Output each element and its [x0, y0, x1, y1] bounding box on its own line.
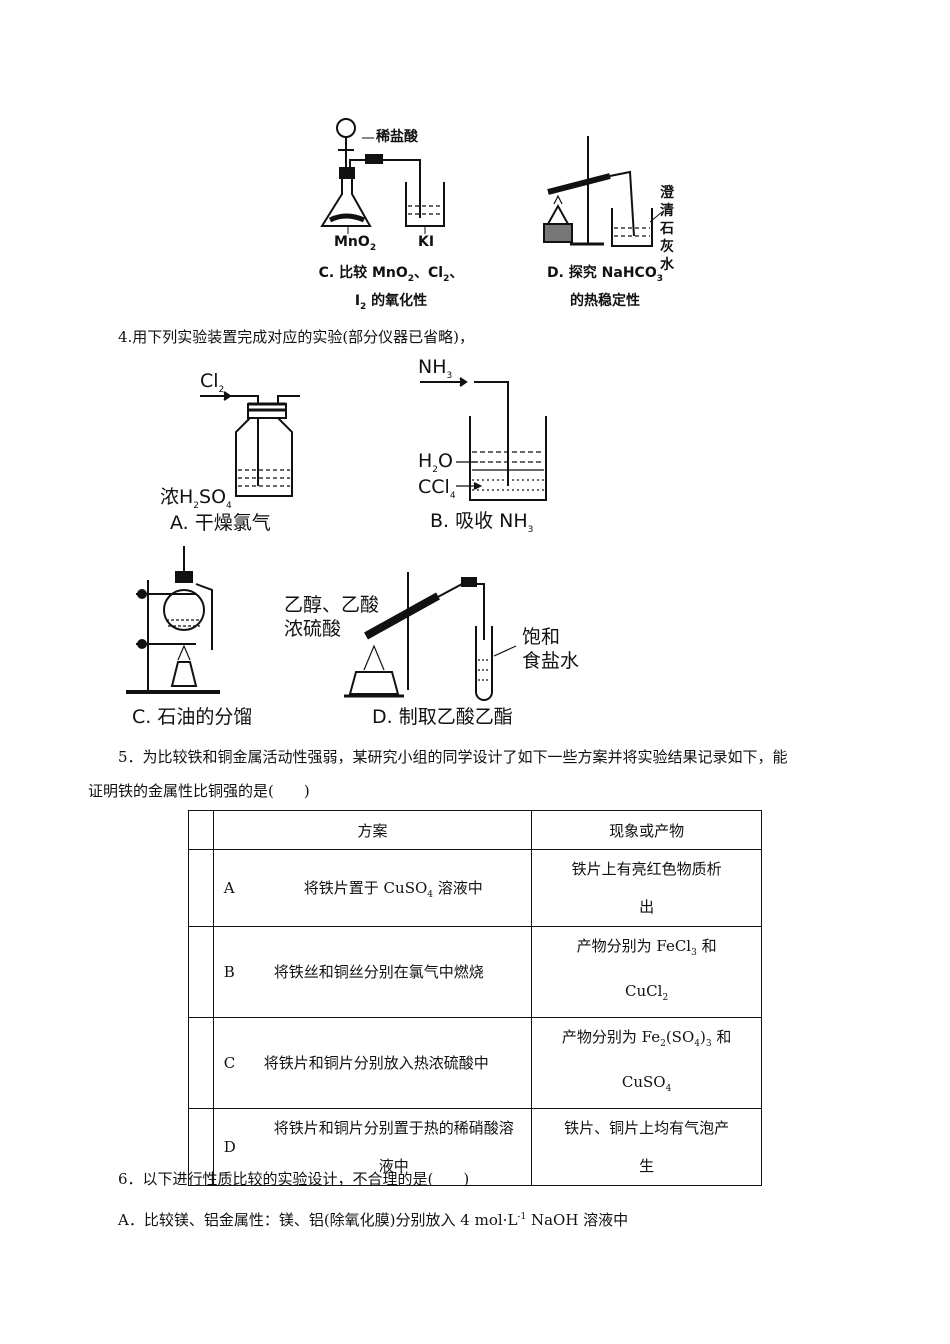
caption-q4-a: A. 干燥氯气: [170, 512, 271, 534]
limewater-char-1: 澄: [660, 185, 674, 201]
row-d-plan-2: 液中: [378, 1157, 409, 1175]
q5-text-line-1: 5．为比较铁和铜金属活动性强弱，某研究小组的同学设计了如下一些方案并将实验结果记…: [118, 748, 788, 766]
row-b-key: B: [223, 963, 235, 981]
row-b-plan: B 将铁丝和铜丝分别在氯气中燃烧: [212, 926, 533, 1018]
header-plan: 方案: [212, 810, 533, 850]
label-reagents-2: 浓硫酸: [284, 618, 342, 640]
caption-q4-c: C. 石油的分馏: [132, 706, 253, 728]
q4-text: 4.用下列实验装置完成对应的实验(部分仪器已省略)，: [118, 328, 475, 346]
q5-text-line-2: 证明铁的金属性比铜强的是( ): [88, 782, 310, 800]
row-c-result-2: CuSO4: [621, 1073, 672, 1094]
header-result: 现象或产物: [531, 810, 762, 850]
row-a-empty: [188, 849, 214, 927]
table-row: B 将铁丝和铜丝分别在氯气中燃烧 产物分别为 FeCl3 和 CuCl2: [188, 926, 762, 1018]
row-c-plan: C 将铁片和铜片分别放入热浓硫酸中: [212, 1017, 533, 1109]
q6-text: 6．以下进行性质比较的实验设计，不合理的是( ): [118, 1170, 470, 1188]
row-c-key: C: [223, 1054, 236, 1072]
label-reagents-1: 乙醇、乙酸: [284, 594, 380, 616]
figure-c-drawing: [320, 118, 445, 234]
limewater-char-2: 清: [660, 203, 674, 219]
table-header-row: 方案 现象或产物: [188, 810, 762, 850]
q5-table: 方案 现象或产物 A 将铁片置于 CuSO4 溶液中 铁片上有亮红色物质析 出 …: [188, 810, 762, 1186]
row-c-plan-text: 将铁片和铜片分别放入热浓硫酸中: [263, 1054, 489, 1072]
label-nh3: NH3: [418, 356, 453, 381]
row-a-result-2: 出: [639, 898, 655, 916]
row-a-plan: A 将铁片置于 CuSO4 溶液中: [212, 849, 533, 927]
limewater-char-4: 灰: [660, 239, 674, 255]
row-d-plan-1: 将铁片和铜片分别置于热的稀硝酸溶: [273, 1119, 514, 1137]
table-row: D 将铁片和铜片分别置于热的稀硝酸溶 液中 铁片、铜片上均有气泡产 生: [188, 1108, 762, 1186]
row-c-empty: [188, 1017, 214, 1109]
figure-d-drawing: [543, 136, 663, 247]
table-row: C 将铁片和铜片分别放入热浓硫酸中 产物分别为 Fe2(SO4)3 和 CuSO…: [188, 1017, 762, 1109]
row-a-result: 铁片上有亮红色物质析 出: [531, 849, 762, 927]
row-d-result-2: 生: [639, 1157, 655, 1175]
label-brine: 食盐水: [522, 650, 580, 672]
label-dilute-hcl: 稀盐酸: [376, 129, 418, 145]
header-empty-cell: [188, 810, 214, 850]
row-c-result: 产物分别为 Fe2(SO4)3 和 CuSO4: [531, 1017, 762, 1109]
caption-q4-b: B. 吸收 NH3: [430, 510, 534, 535]
row-b-result-1: 产物分别为 FeCl3 和: [576, 937, 717, 958]
row-c-result-1: 产物分别为 Fe2(SO4)3 和: [561, 1028, 732, 1049]
label-mno2: MnO2: [334, 234, 377, 253]
row-b-result-2: CuCl2: [625, 982, 669, 1003]
row-b-empty: [188, 926, 214, 1018]
row-d-plan-text: 将铁片和铜片分别置于热的稀硝酸溶 液中: [254, 1109, 534, 1185]
label-h2o: H2O: [418, 450, 453, 475]
row-a-key: A: [223, 879, 235, 897]
row-d-result-1: 铁片、铜片上均有气泡产: [564, 1119, 730, 1137]
table-row: A 将铁片置于 CuSO4 溶液中 铁片上有亮红色物质析 出: [188, 849, 762, 927]
limewater-char-3: 石: [660, 221, 674, 237]
row-b-result: 产物分别为 FeCl3 和 CuCl2: [531, 926, 762, 1018]
label-cl2: Cl2: [200, 370, 225, 395]
label-ccl4: CCl4: [418, 476, 456, 501]
q6-option-a: A．比较镁、铝金属性：镁、铝(除氧化膜)分别放入 4 mol·L-1 NaOH …: [118, 1211, 629, 1229]
caption-top-c: C. 比较 MnO2、Cl2、I2 的氧化性: [318, 265, 464, 312]
label-conc-h2so4: 浓H2SO4: [160, 486, 232, 511]
row-a-result-1: 铁片上有亮红色物质析: [571, 860, 722, 878]
label-saturated: 饱和: [522, 626, 561, 648]
label-ki: KI: [418, 234, 435, 250]
row-d-result: 铁片、铜片上均有气泡产 生: [531, 1108, 762, 1186]
caption-q4-d: D. 制取乙酸乙酯: [372, 706, 513, 728]
row-a-plan-text: 将铁片置于 CuSO4 溶液中: [303, 879, 483, 900]
row-b-plan-text: 将铁丝和铜丝分别在氯气中燃烧: [273, 963, 484, 981]
limewater-char-5: 水: [660, 257, 674, 273]
label-limewater: 澄 清 石 灰 水: [660, 184, 680, 274]
row-d-plan: D 将铁片和铜片分别置于热的稀硝酸溶 液中: [212, 1108, 534, 1186]
row-d-key: D: [223, 1138, 236, 1156]
